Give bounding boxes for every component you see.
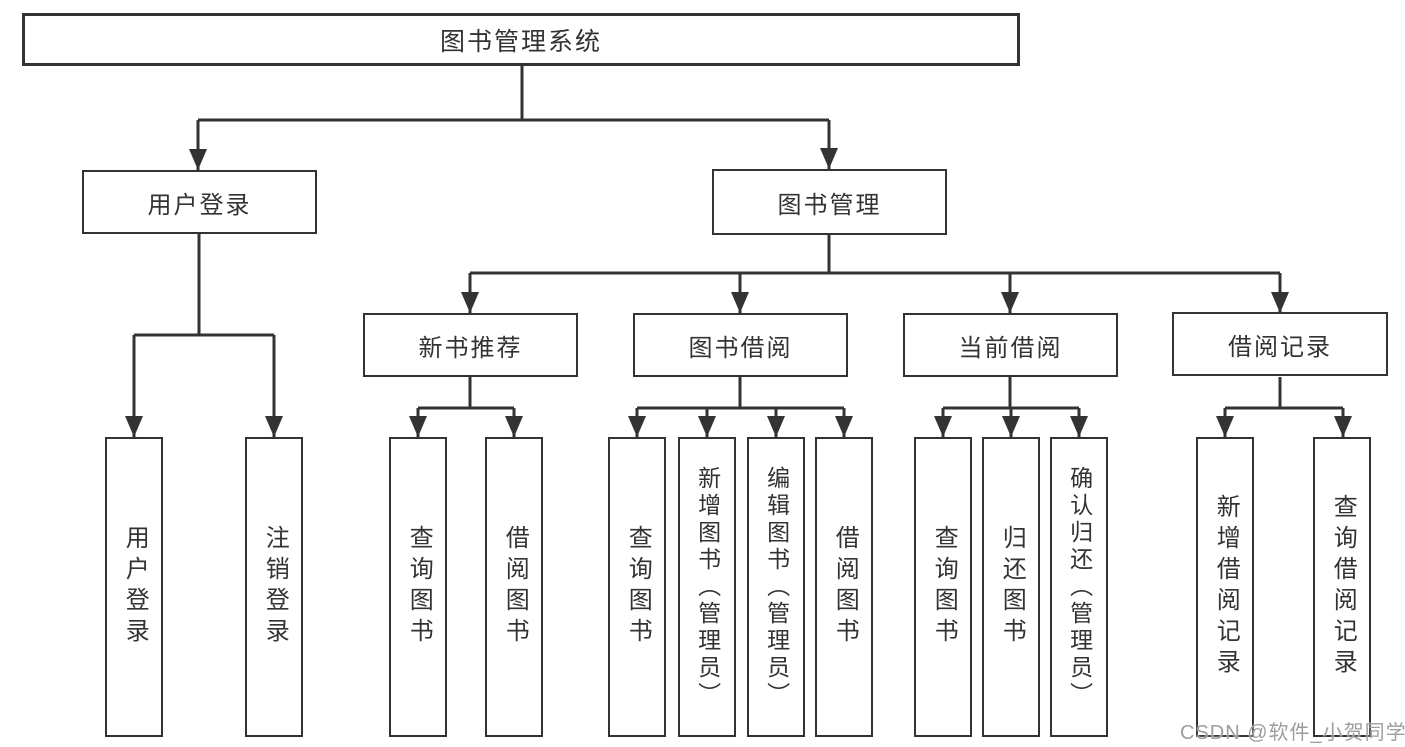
leaf-add-borrow-record: 新增借阅记录 — [1196, 437, 1254, 737]
node-book-borrow: 图书借阅 — [633, 313, 848, 377]
leaf-label: 查询图书 — [624, 525, 652, 649]
connector-user-login — [125, 234, 283, 437]
connector-book-management — [461, 235, 1289, 313]
leaf-label: 新增图书（管理员） — [694, 465, 721, 709]
leaf-label: 注销登录 — [261, 525, 289, 649]
leaf-label: 新增借阅记录 — [1212, 494, 1240, 680]
connector-new-book-recommend — [409, 377, 523, 437]
node-label: 图书管理系统 — [439, 27, 602, 56]
node-borrow-records: 借阅记录 — [1172, 312, 1388, 376]
leaf-query-borrow-record: 查询借阅记录 — [1313, 437, 1371, 737]
node-new-book-recommend: 新书推荐 — [363, 313, 578, 377]
leaf-label: 确认归还（管理员） — [1066, 465, 1093, 709]
leaf-edit-books-admin: 编辑图书（管理员） — [747, 437, 805, 737]
leaf-query-books-recommend: 查询图书 — [389, 437, 447, 737]
leaf-label: 查询图书 — [930, 525, 958, 649]
leaf-label: 用户登录 — [121, 525, 149, 649]
leaf-query-books-current: 查询图书 — [914, 437, 972, 737]
leaf-borrow-books: 借阅图书 — [815, 437, 873, 737]
node-label: 图书管理 — [777, 191, 882, 219]
node-current-borrow: 当前借阅 — [903, 313, 1118, 377]
leaf-label: 编辑图书（管理员） — [763, 465, 790, 709]
node-book-management: 图书管理 — [712, 169, 947, 235]
leaf-user-login: 用户登录 — [105, 437, 163, 737]
node-label: 新书推荐 — [418, 334, 523, 362]
leaf-query-books-borrow: 查询图书 — [608, 437, 666, 737]
leaf-label: 借阅图书 — [501, 525, 529, 649]
connector-borrow-records — [1216, 377, 1352, 437]
watermark: CSDN @软件_小贺同学 — [1180, 722, 1405, 744]
node-label: 借阅记录 — [1228, 333, 1332, 361]
connector-root — [189, 66, 838, 170]
node-library-management-system: 图书管理系统 — [22, 13, 1020, 66]
leaf-borrow-books-recommend: 借阅图书 — [485, 437, 543, 737]
node-label: 当前借阅 — [958, 334, 1063, 362]
leaf-logout: 注销登录 — [245, 437, 303, 737]
leaf-label: 归还图书 — [998, 525, 1026, 649]
leaf-confirm-return-admin: 确认归还（管理员） — [1050, 437, 1108, 737]
leaf-return-books: 归还图书 — [982, 437, 1040, 737]
node-label: 图书借阅 — [688, 334, 793, 362]
node-user-login: 用户登录 — [82, 170, 317, 234]
leaf-label: 查询借阅记录 — [1329, 494, 1357, 680]
leaf-label: 借阅图书 — [831, 525, 859, 649]
leaf-add-books-admin: 新增图书（管理员） — [678, 437, 736, 737]
node-label: 用户登录 — [147, 191, 252, 219]
connector-current-borrow — [934, 377, 1088, 437]
leaf-label: 查询图书 — [405, 525, 433, 649]
connector-book-borrow — [628, 377, 853, 437]
